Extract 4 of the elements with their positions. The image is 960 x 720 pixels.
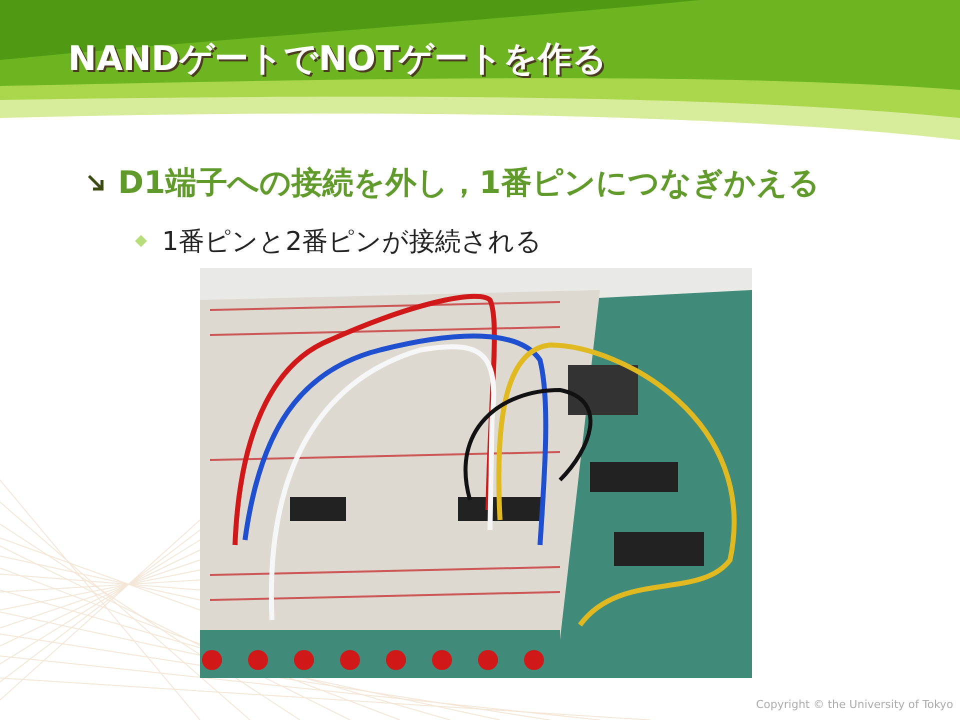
copyright-text: Copyright © the University of Tokyo bbox=[756, 698, 954, 711]
slide-title: NANDゲートでNOTゲートを作る bbox=[68, 38, 607, 81]
bullet-text: D1端子への接続を外し，1番ピンにつなぎかえる bbox=[118, 164, 820, 203]
sub-bullet-text: 1番ピンと2番ピンが接続される bbox=[162, 226, 542, 259]
